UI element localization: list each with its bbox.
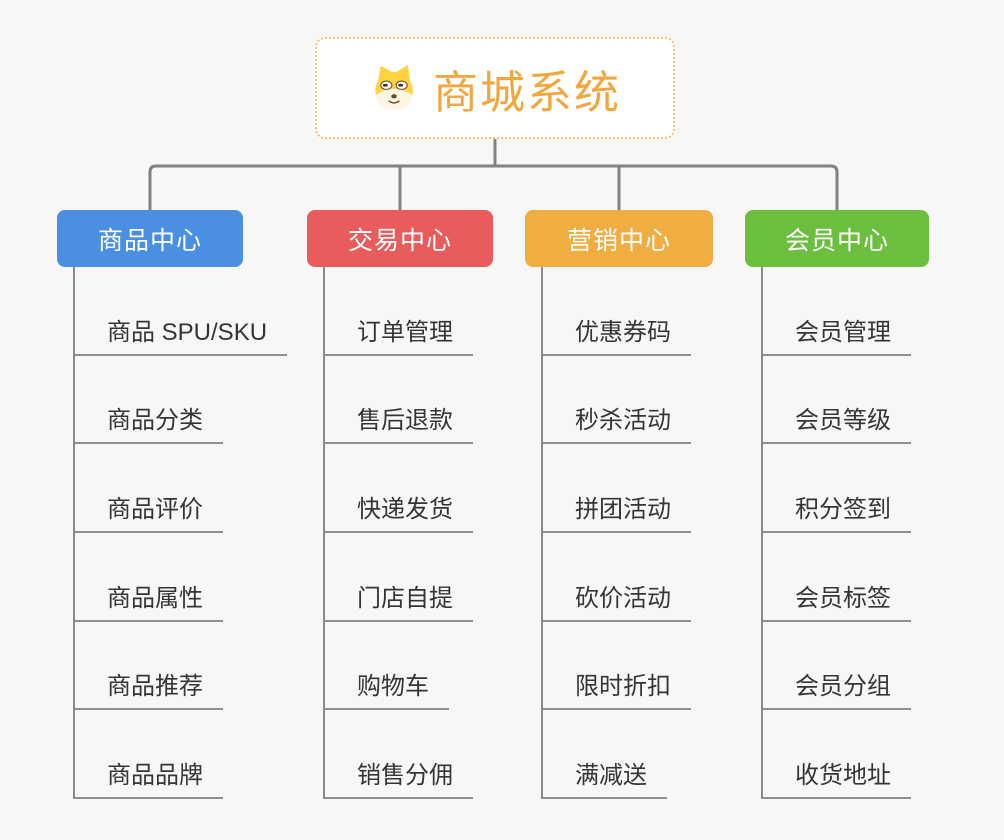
list-item: 秒杀活动 <box>543 356 691 445</box>
root-title: 商城系统 <box>432 66 621 118</box>
item-label[interactable]: 购物车 <box>325 666 449 711</box>
list-item: 限时折扣 <box>543 622 691 711</box>
list-item: 销售分佣 <box>325 710 473 799</box>
item-label[interactable]: 拼团活动 <box>543 489 691 533</box>
item-label[interactable]: 商品评价 <box>75 489 223 533</box>
item-label[interactable]: 商品 SPU/SKU <box>75 312 288 356</box>
item-label[interactable]: 门店自提 <box>325 578 473 622</box>
list-item: 商品 SPU/SKU <box>75 267 288 356</box>
list-item: 会员等级 <box>763 356 911 445</box>
dog-face-icon <box>369 63 419 113</box>
branch-items-trade-center: 订单管理 售后退款 快递发货 门店自提 购物车 销售分佣 <box>323 267 473 799</box>
list-item: 收货地址 <box>763 710 911 799</box>
branch-items-member-center: 会员管理 会员等级 积分签到 会员标签 会员分组 收货地址 <box>761 267 911 799</box>
list-item: 商品属性 <box>75 533 287 622</box>
item-label[interactable]: 会员等级 <box>763 400 911 445</box>
list-item: 快递发货 <box>325 444 473 533</box>
branch-node-member-center[interactable]: 会员中心 <box>745 210 929 267</box>
list-item: 会员分组 <box>763 622 911 711</box>
list-item: 门店自提 <box>325 533 473 622</box>
item-label[interactable]: 商品分类 <box>75 400 223 445</box>
item-label[interactable]: 限时折扣 <box>543 666 691 711</box>
list-item: 购物车 <box>325 622 473 711</box>
list-item: 满减送 <box>543 710 691 799</box>
list-item: 拼团活动 <box>543 444 691 533</box>
item-label[interactable]: 商品品牌 <box>75 755 223 799</box>
item-label[interactable]: 秒杀活动 <box>543 400 691 445</box>
list-item: 订单管理 <box>325 267 473 356</box>
list-item: 会员标签 <box>763 533 911 622</box>
list-item: 商品推荐 <box>75 622 287 711</box>
list-item: 优惠券码 <box>543 267 691 356</box>
branch-node-trade-center[interactable]: 交易中心 <box>307 210 493 267</box>
branch-node-marketing-center[interactable]: 营销中心 <box>525 210 713 267</box>
item-label[interactable]: 会员管理 <box>763 312 911 356</box>
item-label[interactable]: 售后退款 <box>325 400 473 445</box>
list-item: 砍价活动 <box>543 533 691 622</box>
item-label[interactable]: 积分签到 <box>763 489 911 533</box>
item-label[interactable]: 商品属性 <box>75 578 223 622</box>
list-item: 售后退款 <box>325 356 473 445</box>
item-label[interactable]: 会员标签 <box>763 578 911 622</box>
item-label[interactable]: 快递发货 <box>325 489 473 533</box>
item-label[interactable]: 满减送 <box>543 755 667 799</box>
list-item: 商品评价 <box>75 444 287 533</box>
item-label[interactable]: 收货地址 <box>763 755 911 799</box>
item-label[interactable]: 优惠券码 <box>543 312 691 356</box>
list-item: 商品品牌 <box>75 710 287 799</box>
item-label[interactable]: 商品推荐 <box>75 666 223 711</box>
item-label[interactable]: 砍价活动 <box>543 578 691 622</box>
item-label[interactable]: 销售分佣 <box>325 755 473 799</box>
item-label[interactable]: 订单管理 <box>325 312 473 356</box>
root-node[interactable]: 商城系统 <box>315 37 675 139</box>
branch-items-product-center: 商品 SPU/SKU 商品分类 商品评价 商品属性 商品推荐 商品品牌 <box>73 267 288 799</box>
branch-items-marketing-center: 优惠券码 秒杀活动 拼团活动 砍价活动 限时折扣 满减送 <box>541 267 691 799</box>
list-item: 商品分类 <box>75 356 287 445</box>
list-item: 积分签到 <box>763 444 911 533</box>
item-label[interactable]: 会员分组 <box>763 666 911 711</box>
list-item: 会员管理 <box>763 267 911 356</box>
branch-bracket-line <box>148 164 839 210</box>
branch-node-product-center[interactable]: 商品中心 <box>57 210 243 267</box>
